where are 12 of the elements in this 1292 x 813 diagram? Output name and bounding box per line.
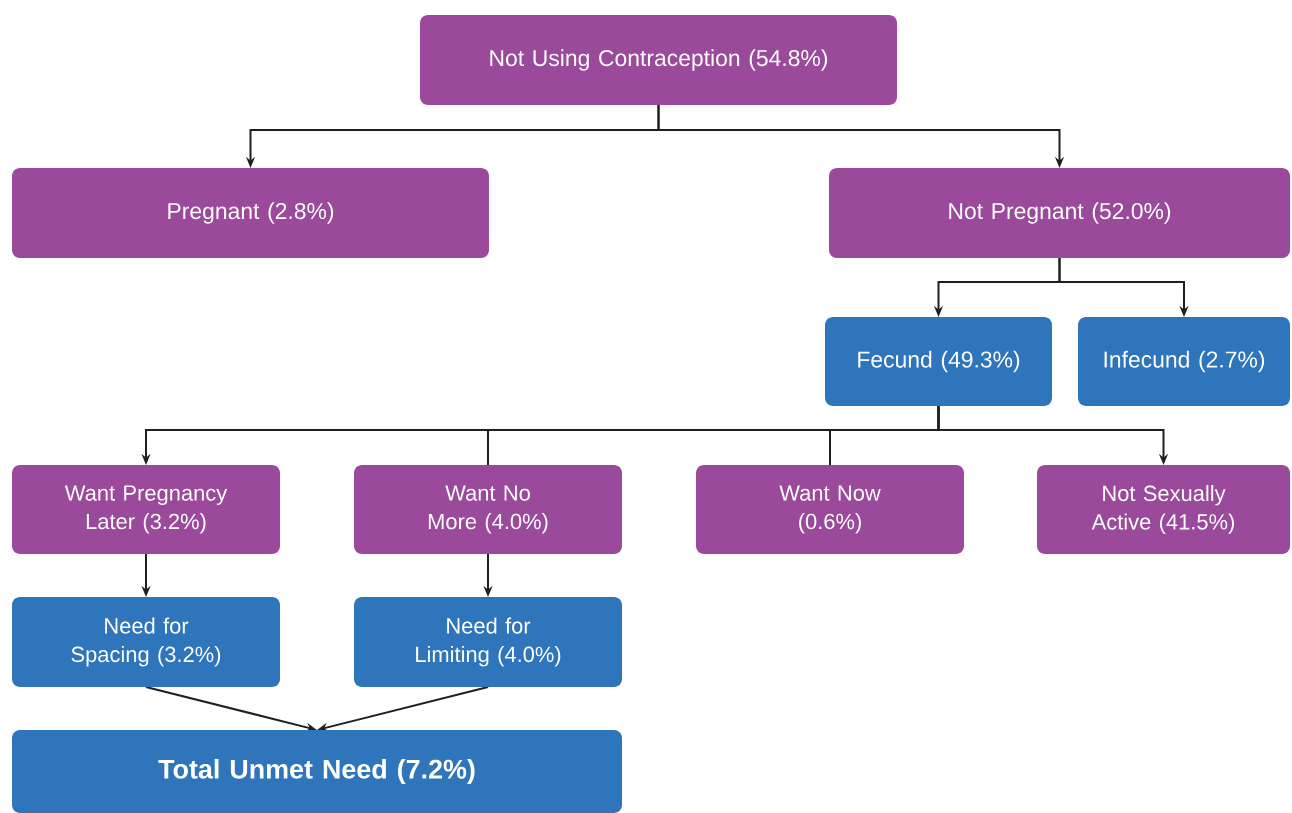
process-box: Infecund (2.7%) bbox=[1078, 317, 1290, 406]
process-box: Want Now (0.6%) bbox=[696, 465, 964, 554]
process-box: Not Using Contraception (54.8%) bbox=[420, 15, 897, 105]
process-box: Not Pregnant (52.0%) bbox=[829, 168, 1290, 258]
process-box: Fecund (49.3%) bbox=[825, 317, 1052, 406]
process-box: Want Pregnancy Later (3.2%) bbox=[12, 465, 280, 554]
process-box: Want No More (4.0%) bbox=[354, 465, 622, 554]
process-box: Need for Spacing (3.2%) bbox=[12, 597, 280, 687]
process-box: Pregnant (2.8%) bbox=[12, 168, 489, 258]
process-box: Need for Limiting (4.0%) bbox=[354, 597, 622, 687]
process-box: Not Sexually Active (41.5%) bbox=[1037, 465, 1290, 554]
process-box: Total Unmet Need (7.2%) bbox=[12, 730, 622, 813]
